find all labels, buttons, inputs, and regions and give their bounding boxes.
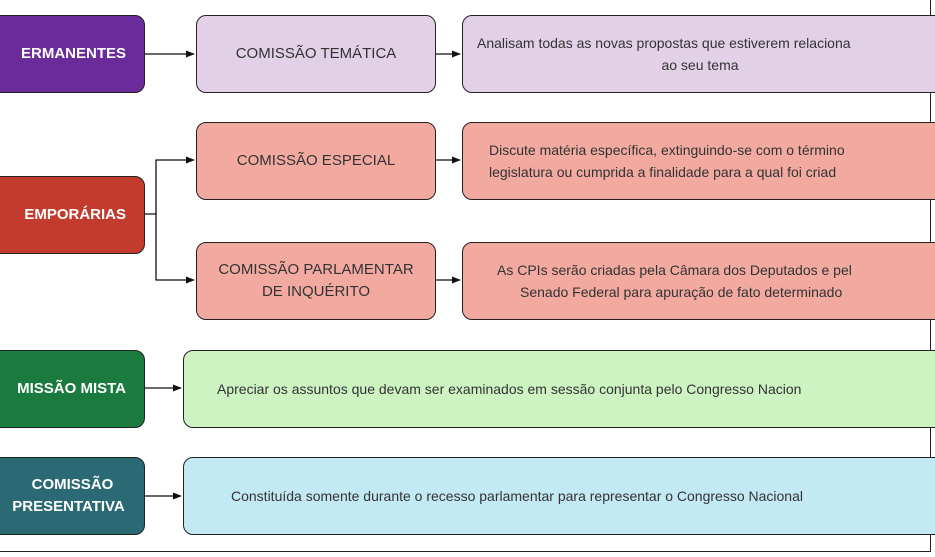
commission-tematica-label: COMISSÃO TEMÁTICA [235, 45, 397, 62]
commission-tematica: COMISSÃO TEMÁTICA [196, 15, 436, 93]
category-mista-label: MISSÃO MISTA [17, 380, 126, 397]
commission-especial: COMISSÃO ESPECIAL [196, 122, 436, 200]
description-representativa: Constituída somente durante o recesso pa… [183, 457, 935, 535]
commission-especial-label: COMISSÃO ESPECIAL [236, 152, 396, 169]
description-representativa-label: Constituída somente durante o recesso pa… [231, 488, 803, 504]
category-temporarias: EMPORÁRIAS [0, 176, 145, 254]
description-mista: Apreciar os assuntos que devam ser exami… [183, 350, 935, 428]
category-temporarias-label: EMPORÁRIAS [24, 206, 126, 223]
description-cpi-line-1: As CPIs serão criadas pela Câmara dos De… [497, 262, 852, 278]
commission-cpi-line-1: COMISSÃO PARLAMENTAR [218, 261, 414, 278]
description-tematica: Analisam todas as novas propostas que es… [462, 15, 935, 93]
description-especial-line-1: Discute matéria específica, extinguindo-… [489, 142, 845, 158]
category-permanentes-label: ERMANENTES [20, 45, 126, 62]
category-representativa-line-1: COMISSÃO [31, 476, 114, 493]
description-especial-line-2: legislatura ou cumprida a finalidade par… [489, 164, 837, 180]
arrow-temporarias-cpi [155, 214, 195, 284]
description-mista-label: Apreciar os assuntos que devam ser exami… [217, 381, 802, 397]
description-tematica-line-2: ao seu tema [661, 57, 739, 73]
description-cpi-line-2: Senado Federal para apuração de fato det… [520, 284, 843, 300]
category-representativa: COMISSÃO PRESENTATIVA [0, 457, 145, 535]
description-tematica-line-1: Analisam todas as novas propostas que es… [477, 35, 851, 51]
arrow-temporarias-especial [145, 156, 195, 215]
commission-cpi: COMISSÃO PARLAMENTAR DE INQUÉRITO [196, 242, 436, 320]
category-representativa-line-2: PRESENTATIVA [12, 498, 125, 515]
description-especial: Discute matéria específica, extinguindo-… [462, 122, 935, 200]
commission-cpi-line-2: DE INQUÉRITO [261, 283, 371, 300]
description-cpi: As CPIs serão criadas pela Câmara dos De… [462, 242, 935, 320]
category-permanentes: ERMANENTES [0, 15, 145, 93]
category-mista: MISSÃO MISTA [0, 350, 145, 428]
